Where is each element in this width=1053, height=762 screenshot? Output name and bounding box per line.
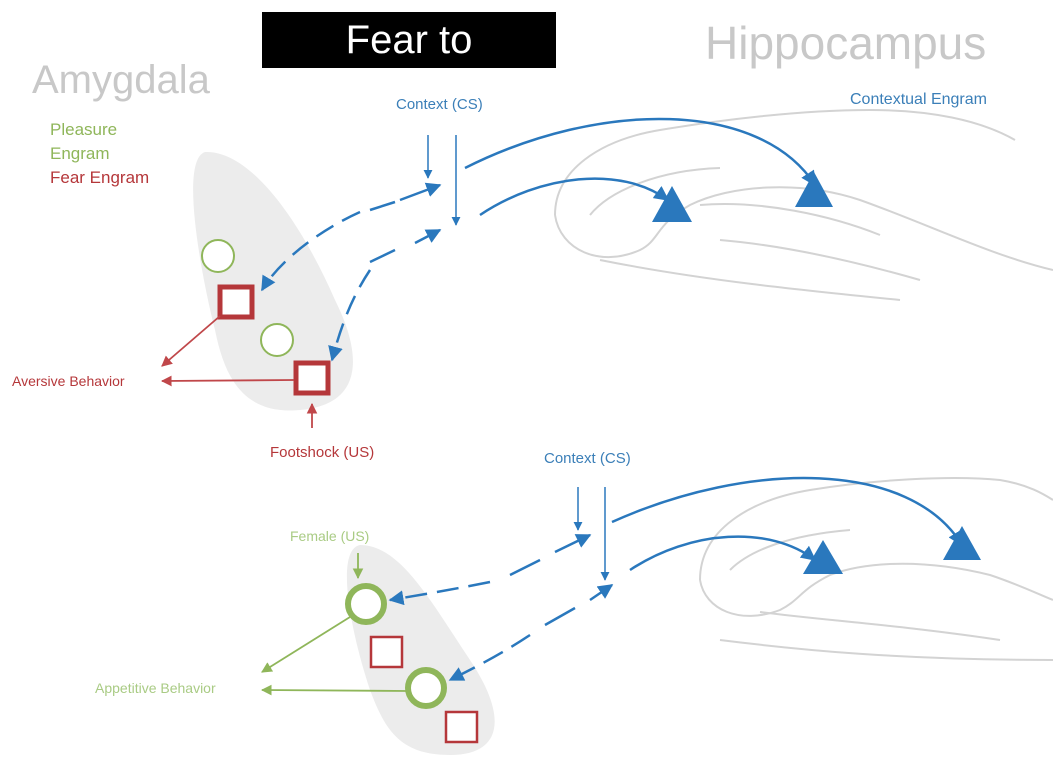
amygdala-label: Amygdala xyxy=(32,58,210,102)
legend-pleasure-line1: Pleasure xyxy=(50,120,118,139)
top-engram-links xyxy=(260,117,817,362)
footshock-label: Footshock (US) xyxy=(270,444,375,461)
bottom-context-label: Context (CS) xyxy=(544,450,631,467)
title-banner: Fear to xyxy=(262,12,556,68)
pleasure-engram-circle-4 xyxy=(405,667,447,709)
hippocampus-outline-bottom xyxy=(699,477,1053,661)
bottom-engram-triangle-1 xyxy=(803,540,843,574)
top-context-arrows xyxy=(423,135,461,226)
appetitive-arrows xyxy=(260,553,409,696)
top-engram-triangle-1 xyxy=(652,186,692,222)
top-engram-triangle-2 xyxy=(795,172,833,207)
top-context-label: Context (CS) xyxy=(396,96,483,113)
hippocampus-label: Hippocampus xyxy=(705,17,987,69)
aversive-behavior-label: Aversive Behavior xyxy=(12,373,125,389)
female-label: Female (US) xyxy=(290,528,370,544)
fear-engram-square-2 xyxy=(293,360,331,396)
bottom-engram-triangle-2 xyxy=(943,526,981,560)
pleasure-engram-circle-1 xyxy=(201,239,235,273)
aversive-arrows xyxy=(160,315,318,428)
hippocampus-outline-top xyxy=(554,108,1053,301)
fear-engram-square-4 xyxy=(444,710,479,744)
fear-engram-square-3 xyxy=(369,635,404,669)
fear-engram-square-1 xyxy=(217,284,255,320)
pleasure-engram-circle-2 xyxy=(260,323,294,357)
bottom-engram-links xyxy=(388,476,964,682)
legend-pleasure-line2: Engram xyxy=(50,144,110,163)
legend-fear: Fear Engram xyxy=(50,168,150,187)
bottom-context-arrows xyxy=(573,487,610,581)
appetitive-behavior-label: Appetitive Behavior xyxy=(95,680,216,696)
contextual-engram-label: Contextual Engram xyxy=(850,91,987,108)
pleasure-engram-circle-3 xyxy=(345,583,387,625)
